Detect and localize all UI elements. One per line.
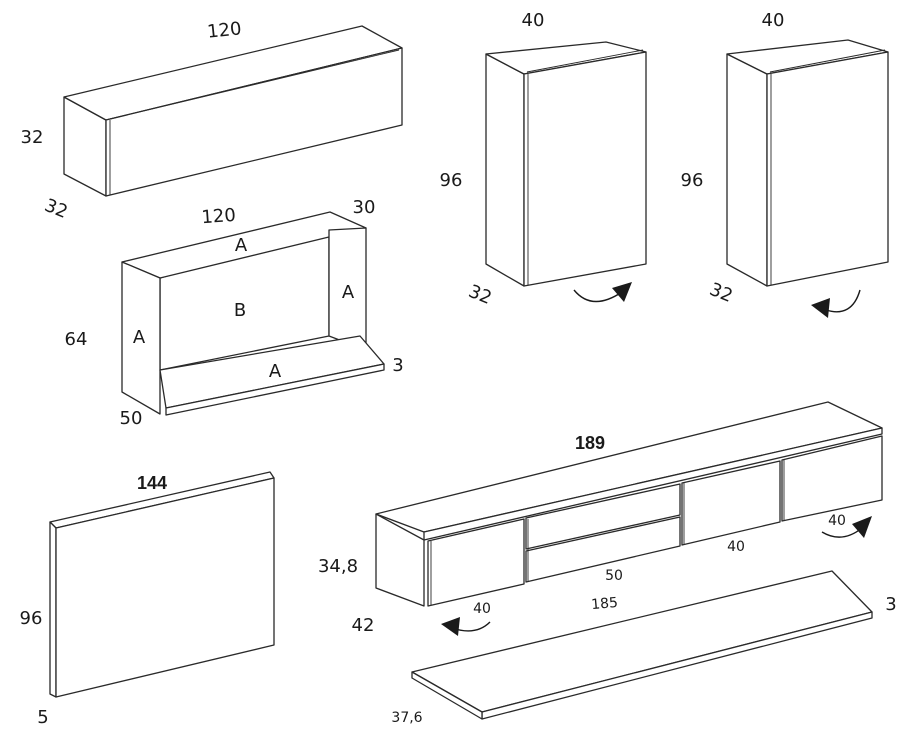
tv-unit-width-label: 189 (575, 433, 605, 453)
tv-unit-middle-door-label: 40 (727, 539, 745, 555)
tv-unit-top-edge (423, 427, 883, 541)
wall-cabinet-right-door-top (769, 49, 886, 73)
tv-unit-drawer-label: 50 (605, 568, 623, 584)
tv-unit-middle-door (681, 460, 781, 546)
wall-cabinet-wide-width-label: 120 (206, 18, 242, 42)
tv-unit-right-door (781, 435, 883, 522)
back-panel: 144 96 5 (20, 471, 275, 728)
wall-cabinet-right: 40 96 32 (681, 10, 889, 318)
back-panel-height-label: 96 (20, 608, 43, 629)
tv-unit-height-label: 34,8 (318, 556, 358, 577)
open-shelf-panel-bottom-label: A (269, 361, 282, 382)
door-rotation-arrowhead-right-cabinet (811, 298, 830, 318)
tv-unit-right-door-label: 40 (828, 513, 846, 529)
open-shelf-width-label: 120 (201, 205, 237, 228)
open-shelf-side-depth-label: 50 (120, 408, 143, 429)
wall-cabinet-right-width-label: 40 (762, 10, 785, 31)
shelf-board-length-label: 185 (591, 595, 619, 613)
open-shelf-height-label: 64 (65, 329, 88, 350)
open-shelf-panel-top-label: A (235, 235, 248, 256)
wall-cabinet-left-side (485, 53, 525, 287)
open-shelf-thickness-label: 3 (392, 355, 403, 376)
door-rotation-arrowhead-tv-left (441, 617, 460, 636)
door-rotation-arrow-tv-right (821, 527, 863, 538)
wall-cabinet-right-side (726, 53, 768, 287)
open-shelf-panel-right-label: A (342, 282, 355, 303)
wall-cabinet-left: 40 96 32 (440, 10, 647, 309)
door-rotation-arrowhead-tv-right (852, 516, 872, 538)
wall-cabinet-left-width-label: 40 (522, 10, 545, 31)
door-rotation-arrowhead-left-cabinet (612, 282, 632, 302)
wall-cabinet-left-door-top (526, 49, 644, 73)
open-shelf-depth-label: 30 (353, 197, 376, 218)
wall-cabinet-right-depth-label: 32 (707, 279, 736, 307)
open-shelf-unit: 120 30 64 50 3 A A A A B (65, 197, 404, 429)
wall-cabinet-left-depth-label: 32 (466, 281, 495, 309)
wall-cabinet-wide-door-top (109, 49, 400, 120)
wall-cabinet-left-height-label: 96 (440, 170, 463, 191)
shelf-board-thickness-label: 3 (885, 594, 896, 615)
open-shelf-panel-left-label: A (133, 327, 146, 348)
wall-cabinet-wide-front (105, 47, 403, 197)
tv-unit-upper-drawer (525, 483, 681, 550)
shelf-board-depth-label: 37,6 (391, 710, 422, 726)
wall-cabinet-wide-height-label: 32 (21, 127, 44, 148)
wall-cabinet-left-front (523, 51, 647, 287)
wall-cabinet-right-height-label: 96 (681, 170, 704, 191)
wall-cabinet-right-front (766, 51, 889, 287)
tv-unit-left-door (427, 518, 525, 607)
tv-unit-side (375, 513, 425, 607)
shelf-board: 185 3 37,6 (391, 570, 897, 726)
back-panel-face (55, 477, 275, 698)
tv-unit: 189 34,8 42 40 50 40 40 (318, 401, 883, 636)
open-shelf-panel-back-label: B (234, 300, 246, 321)
door-rotation-arrow-left-cabinet (573, 289, 623, 303)
back-panel-thickness-label: 5 (37, 707, 48, 728)
open-shelf-bottom-edge (165, 363, 385, 416)
tv-unit-depth-label: 42 (352, 615, 375, 636)
wall-cabinet-wide-depth-label: 32 (42, 195, 71, 223)
tv-unit-left-door-label: 40 (473, 601, 491, 617)
door-rotation-arrow-right-cabinet (825, 289, 861, 313)
wall-cabinet-wide: 120 32 32 (21, 18, 403, 223)
back-panel-width-label: 144 (137, 473, 167, 493)
back-panel-side-edge (49, 521, 57, 698)
shelf-board-side-edge (411, 671, 483, 720)
tv-unit-lower-drawer (525, 516, 681, 583)
